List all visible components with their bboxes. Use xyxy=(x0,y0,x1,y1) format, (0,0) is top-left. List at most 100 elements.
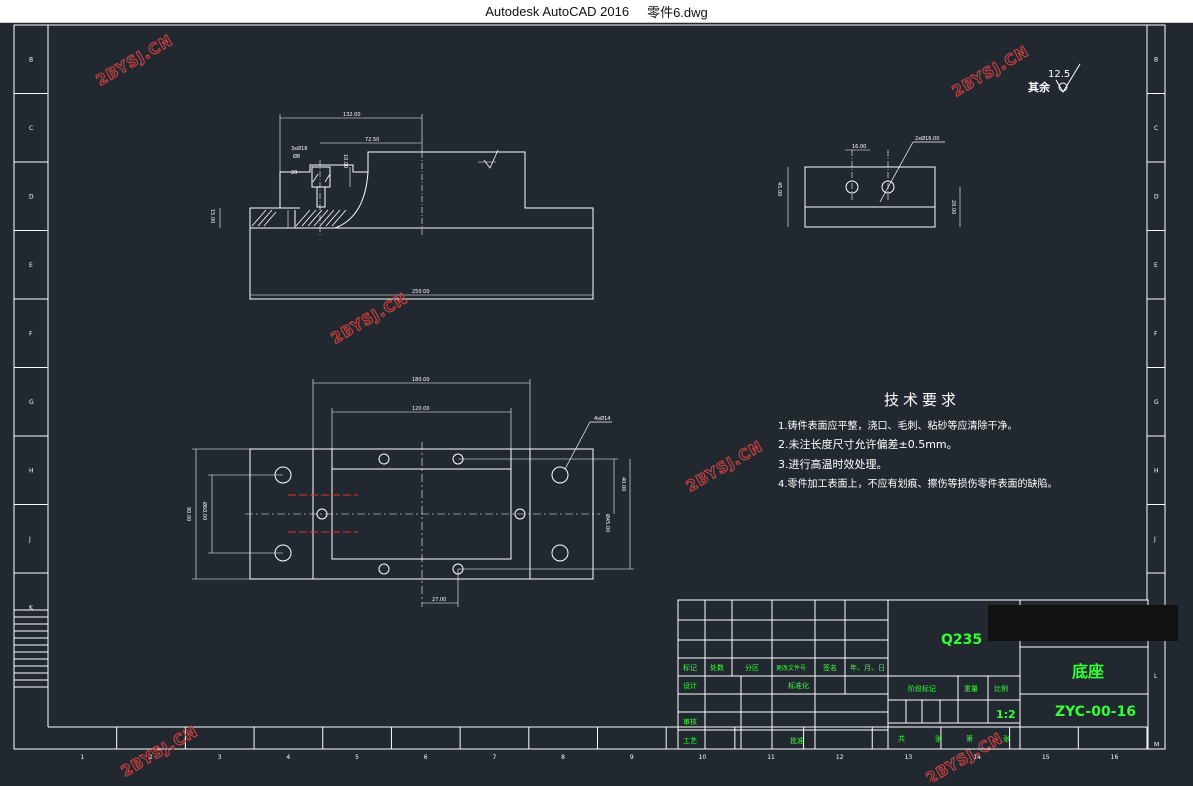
weight-label: 重量 xyxy=(964,685,978,693)
tech-item-1: 1.铸件表面应平整，浇口、毛刺、粘砂等应清除干净。 xyxy=(778,419,1018,432)
window-titlebar: Autodesk AutoCAD 2016 零件6.dwg xyxy=(0,0,1193,23)
watermark-1: 2BYSJ.CN xyxy=(93,31,176,89)
bottom-zone-marker: 11 xyxy=(767,754,775,761)
tech-item-3: 3.进行高温时效处理。 xyxy=(778,457,888,471)
dim-top-hole: 4xØ14 xyxy=(594,415,610,422)
bottom-zone-marker: 3 xyxy=(218,754,222,761)
header-zone: 分区 xyxy=(745,663,759,672)
bottom-zone-marker: 1 xyxy=(80,754,84,761)
dim-side-hole: 2xØ16.00 xyxy=(915,135,939,142)
watermark-5: 2BYSJ.CN xyxy=(118,722,201,780)
dim-total-width: 250.00 xyxy=(412,289,430,295)
dim-small-height: 10.00 xyxy=(342,154,348,168)
bottom-zone-marker: 15 xyxy=(1042,754,1050,761)
bottom-zone-marker: 5 xyxy=(355,754,359,761)
surface-finish-label: 其余 xyxy=(1028,80,1051,94)
top-view[interactable]: 180.00 120.00 4xØ14 90.00 Ø60.00 40.00 Ø… xyxy=(185,377,634,607)
dim-bottom-offset: 27.00 xyxy=(432,597,446,603)
surface-finish-value: 12.5 xyxy=(1048,69,1070,80)
page-label: 第 xyxy=(966,734,973,743)
row-process: 工艺 xyxy=(683,737,697,745)
part-name: 底座 xyxy=(1072,662,1104,681)
bottom-zone-marker: 9 xyxy=(630,754,634,761)
sheet-label: 张 xyxy=(935,734,942,743)
right-zone-marker: M xyxy=(1154,741,1159,748)
dim-counterbore-depth: Ø8 xyxy=(293,153,300,160)
bottom-zone-marker: 2 xyxy=(149,754,153,761)
left-zone-marker: K xyxy=(29,604,34,611)
left-zone-marker: B xyxy=(29,56,33,63)
header-sign: 签名 xyxy=(823,663,837,672)
bottom-zone-marker: 7 xyxy=(492,754,496,761)
dim-left-height: 15.00 xyxy=(209,209,215,223)
tech-requirements-title: 技术要求 xyxy=(884,391,960,409)
row-approve: 批准 xyxy=(790,736,804,745)
bottom-zone-marker: 14 xyxy=(973,754,981,761)
dim-side-left-height: 45.00 xyxy=(776,182,782,196)
left-zone-marker: F xyxy=(29,330,33,337)
right-zone-marker: E xyxy=(1154,262,1158,269)
dim-right-bottom: Ø45.00 xyxy=(604,514,611,532)
left-zone-marker: J xyxy=(28,536,31,543)
right-zone-marker: L xyxy=(1154,673,1158,680)
section-hatch xyxy=(251,173,347,227)
right-zone-marker: G xyxy=(1154,399,1159,406)
dim-counterbore: 3xØ18 xyxy=(291,145,307,152)
scale-label: 比例 xyxy=(994,684,1008,693)
bottom-zone-marker: 8 xyxy=(561,754,565,761)
dim-mid-width: 72.50 xyxy=(365,137,379,143)
scale-value: 1:2 xyxy=(996,708,1016,721)
watermark-2: 2BYSJ.CN xyxy=(949,42,1032,100)
left-zone-marker: G xyxy=(29,399,34,406)
row-design: 设计 xyxy=(683,681,697,690)
dim-top-width: 132.00 xyxy=(343,112,361,118)
page-label-2: 张 xyxy=(1003,734,1010,743)
bottom-zone-marker: 10 xyxy=(699,754,707,761)
dim-side-right-height: 20.00 xyxy=(950,200,956,214)
total-label: 共 xyxy=(898,734,905,743)
header-count: 处数 xyxy=(710,663,724,672)
header-change-doc: 更改文件号 xyxy=(776,664,806,672)
material: Q235 xyxy=(941,632,982,648)
bottom-zone-marker: 16 xyxy=(1111,754,1119,761)
front-view[interactable]: 132.00 72.50 3xØ18 Ø8 10.00 20 15.00 250… xyxy=(209,112,594,300)
side-view[interactable]: 2xØ16.00 16.00 45.00 20.00 xyxy=(776,135,961,228)
dim-side-top-offset: 16.00 xyxy=(852,144,866,150)
tech-requirements: 技术要求 1.铸件表面应平整，浇口、毛刺、粘砂等应清除干净。 2.未注长度尺寸允… xyxy=(778,391,1058,490)
dim-outer-width: 180.00 xyxy=(412,377,430,383)
header-mark: 标记 xyxy=(683,663,697,672)
bottom-zone-marker: 6 xyxy=(424,754,428,761)
right-zone-marker: H xyxy=(1154,467,1159,474)
app-title: Autodesk AutoCAD 2016 xyxy=(485,3,630,19)
right-zone-marker: F xyxy=(1154,330,1158,337)
left-zone-marker: E xyxy=(29,262,33,269)
bottom-zone-marker: 13 xyxy=(905,754,913,761)
dim-right-top: 40.00 xyxy=(620,477,626,491)
bottom-zone-marker: 4 xyxy=(286,754,290,761)
file-name: 零件6.dwg xyxy=(647,4,708,20)
dim-hole-depth: 20 xyxy=(291,170,297,176)
watermark-4: 2BYSJ.CN xyxy=(683,437,766,495)
right-zone-marker: D xyxy=(1154,193,1159,200)
left-zone-marker: H xyxy=(29,467,34,474)
right-zone-marker: J xyxy=(1153,536,1156,543)
title-block[interactable]: 标记 处数 分区 更改文件号 签名 年、月、日 设计 标准化 审核 工艺 批准 … xyxy=(677,599,1178,750)
watermark-3: 2BYSJ.CN xyxy=(328,289,411,347)
dim-left-height: 90.00 xyxy=(185,507,191,521)
right-zone-marker: C xyxy=(1154,125,1158,132)
stage-mark: 阶段标记 xyxy=(908,684,936,693)
drawing-code: ZYC-00-16 xyxy=(1055,704,1136,720)
bottom-zone-marker: 12 xyxy=(836,754,844,761)
left-zone-marker: D xyxy=(29,193,34,200)
row-review: 审核 xyxy=(683,717,697,726)
left-zone-marker: C xyxy=(29,125,33,132)
dim-inner-width: 120.00 xyxy=(412,406,430,412)
dim-left-inner: Ø60.00 xyxy=(201,502,208,520)
tech-item-4: 4.零件加工表面上，不应有划痕、擦伤等损伤零件表面的缺陷。 xyxy=(778,477,1058,490)
left-strip xyxy=(14,609,48,688)
tech-item-2: 2.未注长度尺寸允许偏差±0.5mm。 xyxy=(778,437,958,451)
header-date: 年、月、日 xyxy=(850,663,885,672)
right-zone-marker: B xyxy=(1154,56,1158,63)
